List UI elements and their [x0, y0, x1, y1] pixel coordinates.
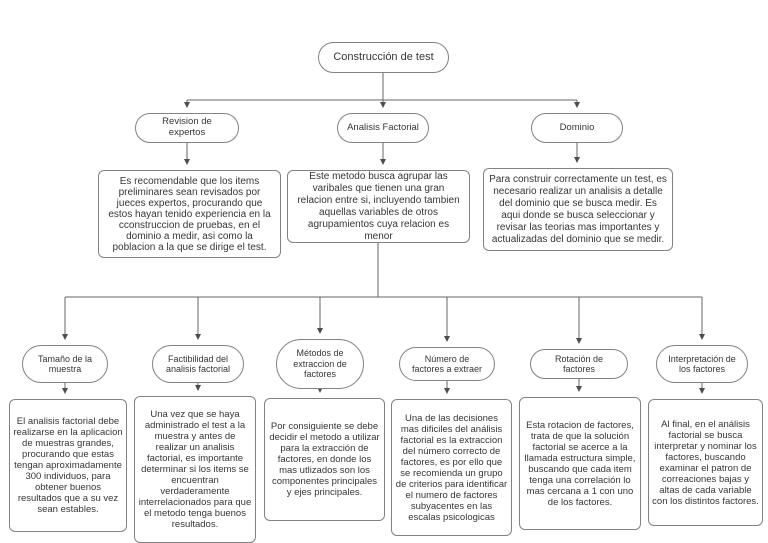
node-label: Interpretación de los factores — [668, 353, 736, 374]
desc-text: Al final, en el análisis factorial se bu… — [652, 418, 759, 507]
node-label: Rotación de factores — [554, 353, 604, 374]
node-construccion-de-test: Construcción de test — [318, 42, 449, 73]
node-factibilidad-del-analisis-factorial: Factibilidad del analisis factorial — [152, 345, 244, 383]
desc-text: Es recomendable que los items preliminar… — [108, 175, 271, 253]
desc-text: Este metodo busca agrupar las varibales … — [297, 170, 460, 242]
desc-analisis-factorial: Este metodo busca agrupar las varibales … — [287, 170, 470, 243]
desc-numero-de-factores-a-extraer: Una de las decisiones mas dificiles del … — [391, 399, 512, 536]
node-dominio: Dominio — [531, 113, 623, 143]
node-interpretacion-de-los-factores: Interpretación de los factores — [656, 345, 748, 383]
desc-text: El analisis factorial debe realizarse en… — [13, 416, 123, 515]
desc-text: Una vez que se haya administrado el test… — [138, 409, 252, 530]
node-label: Dominio — [559, 121, 595, 133]
node-label: Factibilidad del analisis factorial — [165, 353, 231, 374]
node-metodos-de-extraccion-de-factores: Métodos de extraccion de factores — [276, 339, 364, 389]
node-rotacion-de-factores: Rotación de factores — [530, 349, 628, 379]
desc-interpretacion-de-los-factores: Al final, en el análisis factorial se bu… — [648, 399, 763, 526]
node-label: Revision de expertos — [162, 116, 212, 138]
desc-text: Por consiguiente se debe decidir el meto… — [269, 421, 380, 498]
desc-dominio: Para construir correctamente un test, es… — [483, 168, 673, 251]
desc-metodos-de-extraccion-de-factores: Por consiguiente se debe decidir el meto… — [264, 398, 385, 521]
node-revision-de-expertos: Revision de expertos — [135, 113, 239, 143]
node-label: Número de factores a extraer — [411, 353, 483, 374]
node-label: Métodos de extraccion de factores — [293, 348, 347, 380]
desc-text: Una de las decisiones mas dificiles del … — [395, 412, 508, 523]
desc-factibilidad-del-analisis-factorial: Una vez que se haya administrado el test… — [134, 396, 256, 543]
desc-rotacion-de-factores: Esta rotacion de factores, trata de que … — [519, 397, 641, 530]
node-label: Tamaño de la muestra — [37, 353, 93, 374]
node-numero-de-factores-a-extraer: Número de factores a extraer — [399, 347, 495, 381]
node-label: Construcción de test — [333, 51, 434, 64]
desc-text: Para construir correctamente un test, es… — [489, 173, 667, 245]
node-label: Analisis Factorial — [347, 121, 419, 133]
desc-revision-de-expertos: Es recomendable que los items preliminar… — [98, 170, 281, 258]
node-analisis-factorial: Analisis Factorial — [337, 113, 429, 143]
node-tamano-de-la-muestra: Tamaño de la muestra — [22, 345, 108, 383]
desc-text: Esta rotacion de factores, trata de que … — [524, 419, 636, 508]
desc-tamano-de-la-muestra: El analisis factorial debe realizarse en… — [9, 399, 127, 532]
